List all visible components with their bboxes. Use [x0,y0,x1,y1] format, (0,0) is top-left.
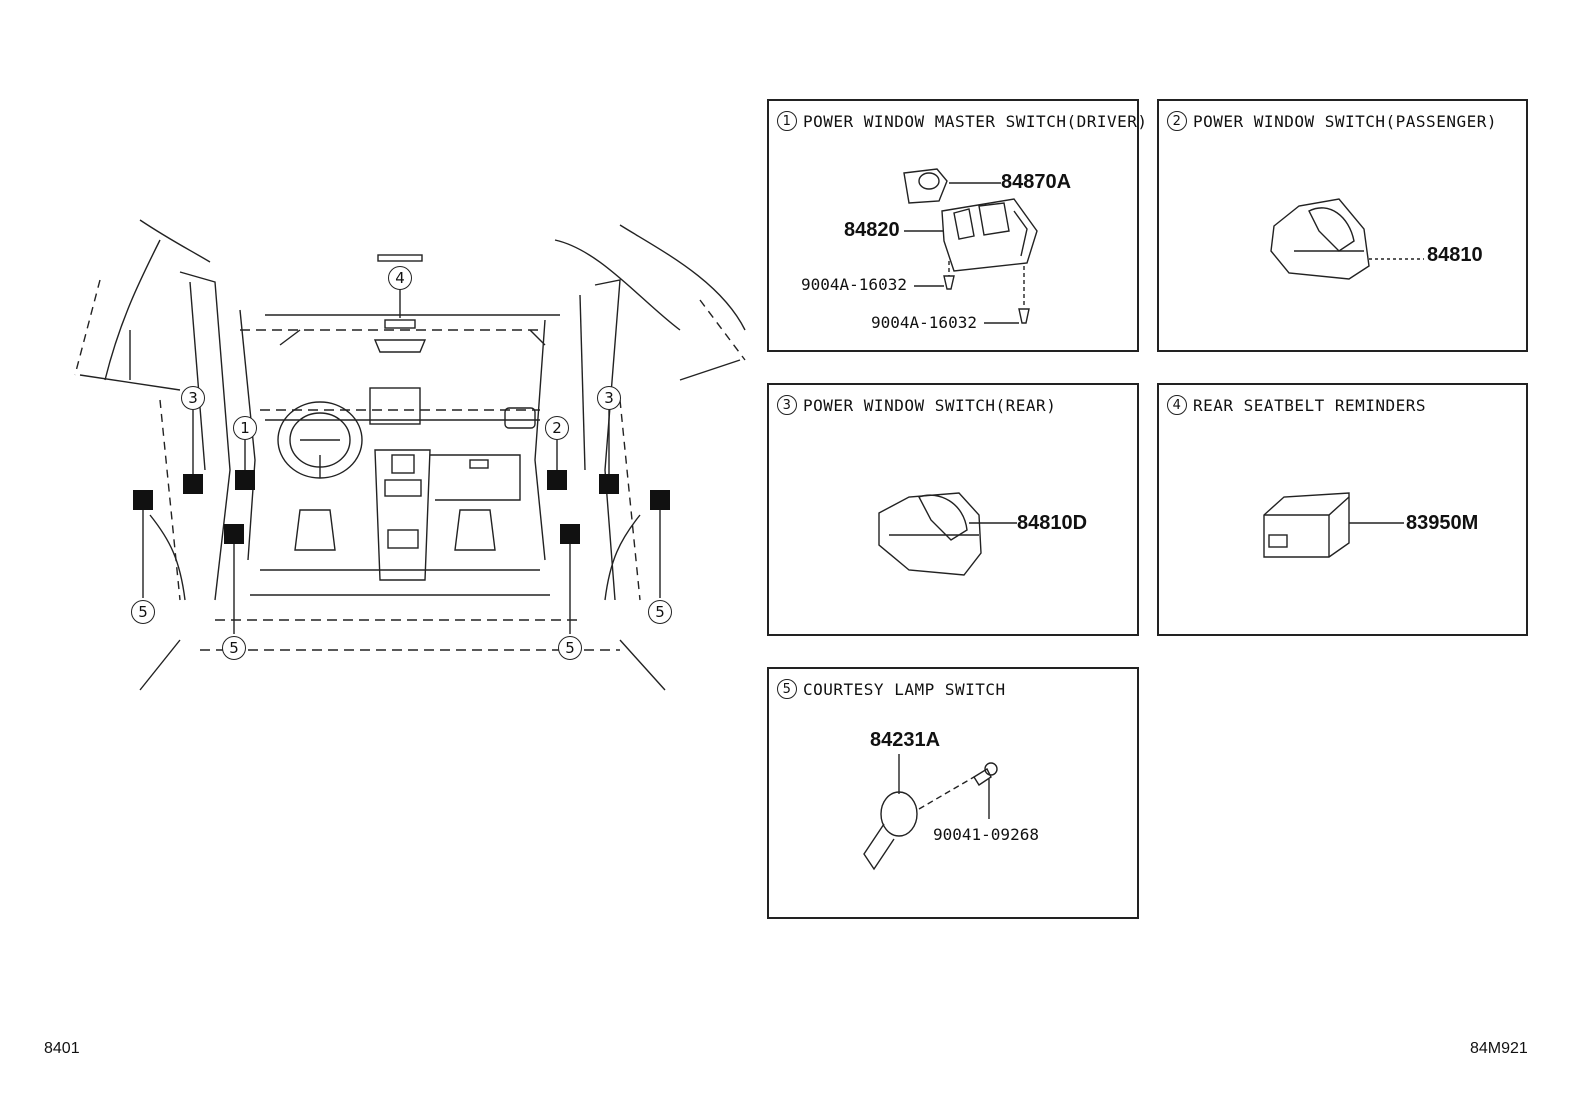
box-courtesy-lamp-switch: 5 COURTESY LAMP SWITCH 84231A 90041-0926… [767,667,1139,919]
callout-courtesy-lamp-front-right: 5 [558,636,582,660]
box-title: 5 COURTESY LAMP SWITCH [777,679,1006,699]
part-number-83950M: 83950M [1406,512,1479,534]
figure-code-right: 84M921 [1470,1040,1528,1057]
vehicle-interior-overview [74,219,746,691]
callout-passenger-window: 2 [545,416,569,440]
part-number-84810D: 84810D [1017,512,1088,534]
rear-switch-illustration [878,492,1017,576]
figure-code-left: 8401 [44,1040,80,1057]
box-title: 4 REAR SEATBELT REMINDERS [1167,395,1426,415]
callout-rear-left-window: 3 [181,386,205,410]
master-switch-illustration [903,168,1038,324]
callout-driver-window: 1 [233,416,257,440]
callout-courtesy-lamp-front-left: 5 [222,636,246,660]
part-number-90041-09268: 90041-09268 [933,825,1039,844]
passenger-switch-illustration [1270,198,1424,280]
callout-rear-right-window: 3 [597,386,621,410]
box-title-text: REAR SEATBELT REMINDERS [1193,395,1427,415]
box-rear-window-switch: 3 POWER WINDOW SWITCH(REAR) 84810D [767,383,1139,636]
box-title-text: POWER WINDOW SWITCH(PASSENGER) [1193,111,1497,131]
box-title: 2 POWER WINDOW SWITCH(PASSENGER) [1167,111,1497,131]
box-passenger-switch: 2 POWER WINDOW SWITCH(PASSENGER) 84810 [1157,99,1528,352]
part-number-84820: 84820 [844,219,900,241]
box-title: 1 POWER WINDOW MASTER SWITCH(DRIVER) [777,111,1148,131]
box-number: 4 [1167,395,1187,415]
box-number: 2 [1167,111,1187,131]
box-number: 3 [777,395,797,415]
part-number-84810: 84810 [1427,244,1483,266]
part-number-9004A-16032-lower: 9004A-16032 [871,313,977,332]
box-seatbelt-reminders: 4 REAR SEATBELT REMINDERS 83950M [1157,383,1528,636]
seatbelt-reminder-illustration [1263,492,1404,558]
box-title-text: COURTESY LAMP SWITCH [803,679,1006,699]
courtesy-lamp-illustration [863,754,998,871]
part-number-84231A: 84231A [870,729,941,751]
box-number: 5 [777,679,797,699]
callout-seatbelt-reminder: 4 [388,266,412,290]
box-master-switch-driver: 1 POWER WINDOW MASTER SWITCH(DRIVER) 848… [767,99,1147,352]
box-title-text: POWER WINDOW MASTER SWITCH(DRIVER) [803,111,1148,131]
box-title-text: POWER WINDOW SWITCH(REAR) [803,395,1057,415]
part-number-9004A-16032-upper: 9004A-16032 [801,275,907,294]
callout-courtesy-lamp-rear-right: 5 [648,600,672,624]
box-number: 1 [777,111,797,131]
callout-courtesy-lamp-rear-left: 5 [131,600,155,624]
box-title: 3 POWER WINDOW SWITCH(REAR) [777,395,1056,415]
part-number-84870A: 84870A [1001,171,1072,193]
